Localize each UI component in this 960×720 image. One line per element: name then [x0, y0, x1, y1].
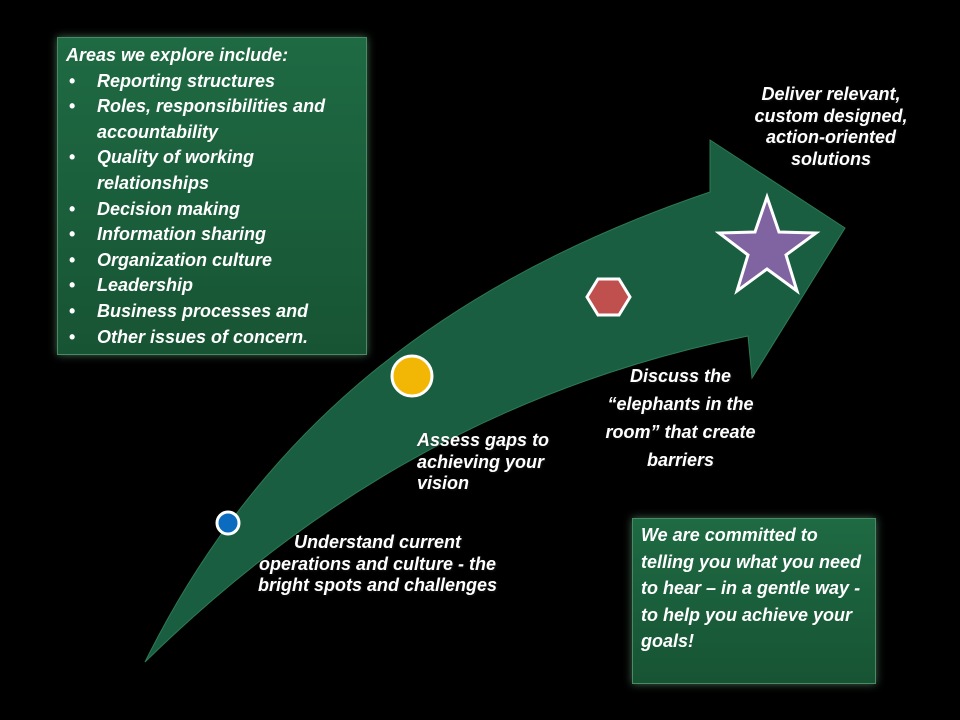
areas-list-item: Leadership: [66, 273, 358, 299]
areas-list-item: Other issues of concern.: [66, 325, 358, 351]
deliver-marker-star: [714, 192, 821, 295]
curved-progress-arrow: [144, 139, 846, 663]
areas-heading: Areas we explore include:: [66, 45, 289, 65]
step-deliver-label: Deliver relevant, custom designed, actio…: [754, 84, 908, 169]
understand-marker-circle: [215, 510, 241, 536]
commitment-box: We are committed to telling you what you…: [632, 518, 876, 684]
areas-list-item: Information sharing: [66, 222, 358, 248]
areas-list-item: Organization culture: [66, 248, 358, 274]
areas-list-item: Quality of working relationships: [66, 145, 358, 196]
step-assess-label: Assess gaps to achieving your vision: [417, 430, 550, 493]
step-elephants-label: Discuss the “elephants in the room” that…: [605, 366, 756, 470]
areas-list-item: Reporting structures: [66, 69, 358, 95]
step-understand-label: Understand current operations and cultur…: [257, 532, 498, 595]
areas-explored-box: Areas we explore include: Reporting stru…: [57, 37, 367, 355]
areas-list-item: Roles, responsibilities and accountabili…: [66, 94, 358, 145]
areas-list-item: Business processes and: [66, 299, 358, 325]
areas-list-item: Decision making: [66, 197, 358, 223]
commitment-text: We are committed to telling you what you…: [641, 525, 862, 651]
elephants-marker-hexagon: [585, 277, 632, 317]
assess-marker-circle: [390, 354, 434, 398]
areas-list: Reporting structures Roles, responsibili…: [66, 69, 358, 351]
